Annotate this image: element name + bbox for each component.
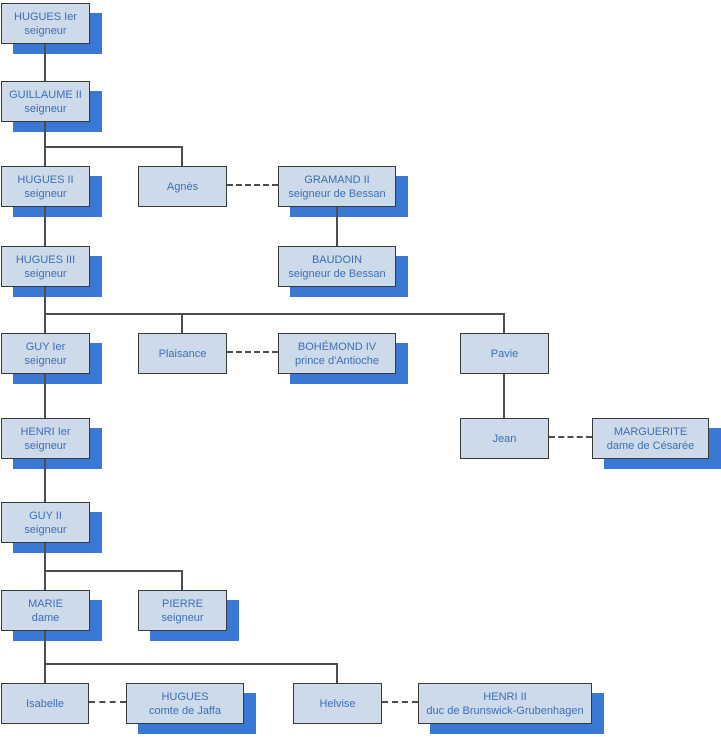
person-name: Helvise: [319, 697, 356, 710]
person-title: seigneur de Bessan: [288, 267, 386, 280]
person-title: duc de Brunswick-Grubenhagen: [426, 704, 584, 717]
person-node-hugues-ii[interactable]: HUGUES II seigneur: [1, 166, 90, 207]
person-name: MARGUERITE: [613, 425, 688, 438]
person-name: PIERRE: [162, 597, 203, 610]
person-title: seigneur: [24, 523, 67, 536]
person-name: GRAMAND II: [304, 173, 370, 186]
person-node-guy-ier[interactable]: GUY Ier seigneur: [1, 333, 90, 374]
person-title: seigneur: [24, 439, 67, 452]
connector-line: [44, 207, 46, 246]
person-title: prince d'Antioche: [294, 354, 380, 367]
person-name: HUGUES: [161, 690, 209, 703]
person-title: seigneur: [24, 354, 67, 367]
connector-line: [44, 122, 46, 166]
marriage-dashed-line: [549, 436, 592, 438]
person-title: seigneur: [24, 187, 67, 200]
person-name: HENRI Ier: [20, 425, 71, 438]
person-node-marguerite[interactable]: MARGUERITE dame de Césarée: [592, 418, 709, 459]
marriage-dashed-line: [89, 701, 126, 703]
person-title: seigneur de Bessan: [288, 187, 386, 200]
connector-line: [44, 287, 46, 333]
person-title: seigneur: [24, 102, 67, 115]
person-title: dame: [31, 611, 60, 624]
connector-line: [44, 313, 505, 315]
person-name: GUY II: [29, 509, 62, 522]
person-name: Pavie: [490, 347, 519, 360]
person-node-pierre[interactable]: PIERRE seigneur: [138, 590, 227, 631]
person-title: dame de Césarée: [606, 439, 695, 452]
person-title: seigneur: [24, 267, 67, 280]
person-title: comte de Jaffa: [149, 704, 221, 717]
person-name: GUY Ier: [25, 340, 66, 353]
person-node-henri-ii[interactable]: HENRI II duc de Brunswick-Grubenhagen: [418, 683, 592, 724]
marriage-dashed-line: [382, 701, 418, 703]
person-node-isabelle[interactable]: Isabelle: [1, 683, 89, 724]
connector-line: [503, 313, 505, 333]
person-title: seigneur: [24, 24, 67, 37]
person-name: HUGUES II: [17, 173, 74, 186]
person-node-guillaume-ii[interactable]: GUILLAUME II seigneur: [1, 81, 90, 122]
person-name: Agnès: [166, 180, 199, 193]
connector-line: [336, 207, 338, 246]
person-node-henri-ier[interactable]: HENRI Ier seigneur: [1, 418, 90, 459]
person-node-jean[interactable]: Jean: [460, 418, 549, 459]
person-node-hugues-jaffa[interactable]: HUGUES comte de Jaffa: [126, 683, 244, 724]
connector-line: [503, 374, 505, 418]
person-node-marie[interactable]: MARIE dame: [1, 590, 90, 631]
person-name: HUGUES III: [15, 253, 76, 266]
person-name: MARIE: [28, 597, 63, 610]
connector-line: [181, 570, 183, 590]
person-name: GUILLAUME II: [9, 88, 82, 101]
person-node-guy-ii[interactable]: GUY II seigneur: [1, 502, 90, 543]
person-name: Plaisance: [158, 347, 207, 360]
person-name: HENRI II: [483, 690, 527, 703]
connector-line: [181, 313, 183, 333]
person-node-hugues-ier[interactable]: HUGUES Ier seigneur: [1, 3, 90, 44]
connector-line: [44, 44, 46, 81]
person-node-helvise[interactable]: Helvise: [293, 683, 382, 724]
person-node-hugues-iii[interactable]: HUGUES III seigneur: [1, 246, 90, 287]
person-node-baudoin[interactable]: BAUDOIN seigneur de Bessan: [278, 246, 396, 287]
connector-line: [44, 631, 46, 683]
connector-line: [44, 374, 46, 418]
connector-line: [181, 146, 183, 166]
connector-line: [44, 459, 46, 502]
person-node-pavie[interactable]: Pavie: [460, 333, 549, 374]
person-name: Jean: [492, 432, 517, 445]
person-node-gramand-ii[interactable]: GRAMAND II seigneur de Bessan: [278, 166, 396, 207]
person-name: BOHÉMOND IV: [297, 340, 377, 353]
person-name: Isabelle: [26, 697, 64, 710]
person-name: BAUDOIN: [311, 253, 363, 266]
connector-line: [44, 570, 183, 572]
person-node-bohemond-iv[interactable]: BOHÉMOND IV prince d'Antioche: [278, 333, 396, 374]
person-node-agnes[interactable]: Agnès: [138, 166, 227, 207]
marriage-dashed-line: [227, 184, 278, 186]
connector-line: [44, 146, 183, 148]
person-title: seigneur: [161, 611, 204, 624]
person-name: HUGUES Ier: [14, 10, 77, 23]
person-node-plaisance[interactable]: Plaisance: [138, 333, 227, 374]
connector-line: [44, 663, 338, 665]
marriage-dashed-line: [227, 351, 278, 353]
connector-line: [336, 663, 338, 683]
connector-line: [44, 543, 46, 590]
